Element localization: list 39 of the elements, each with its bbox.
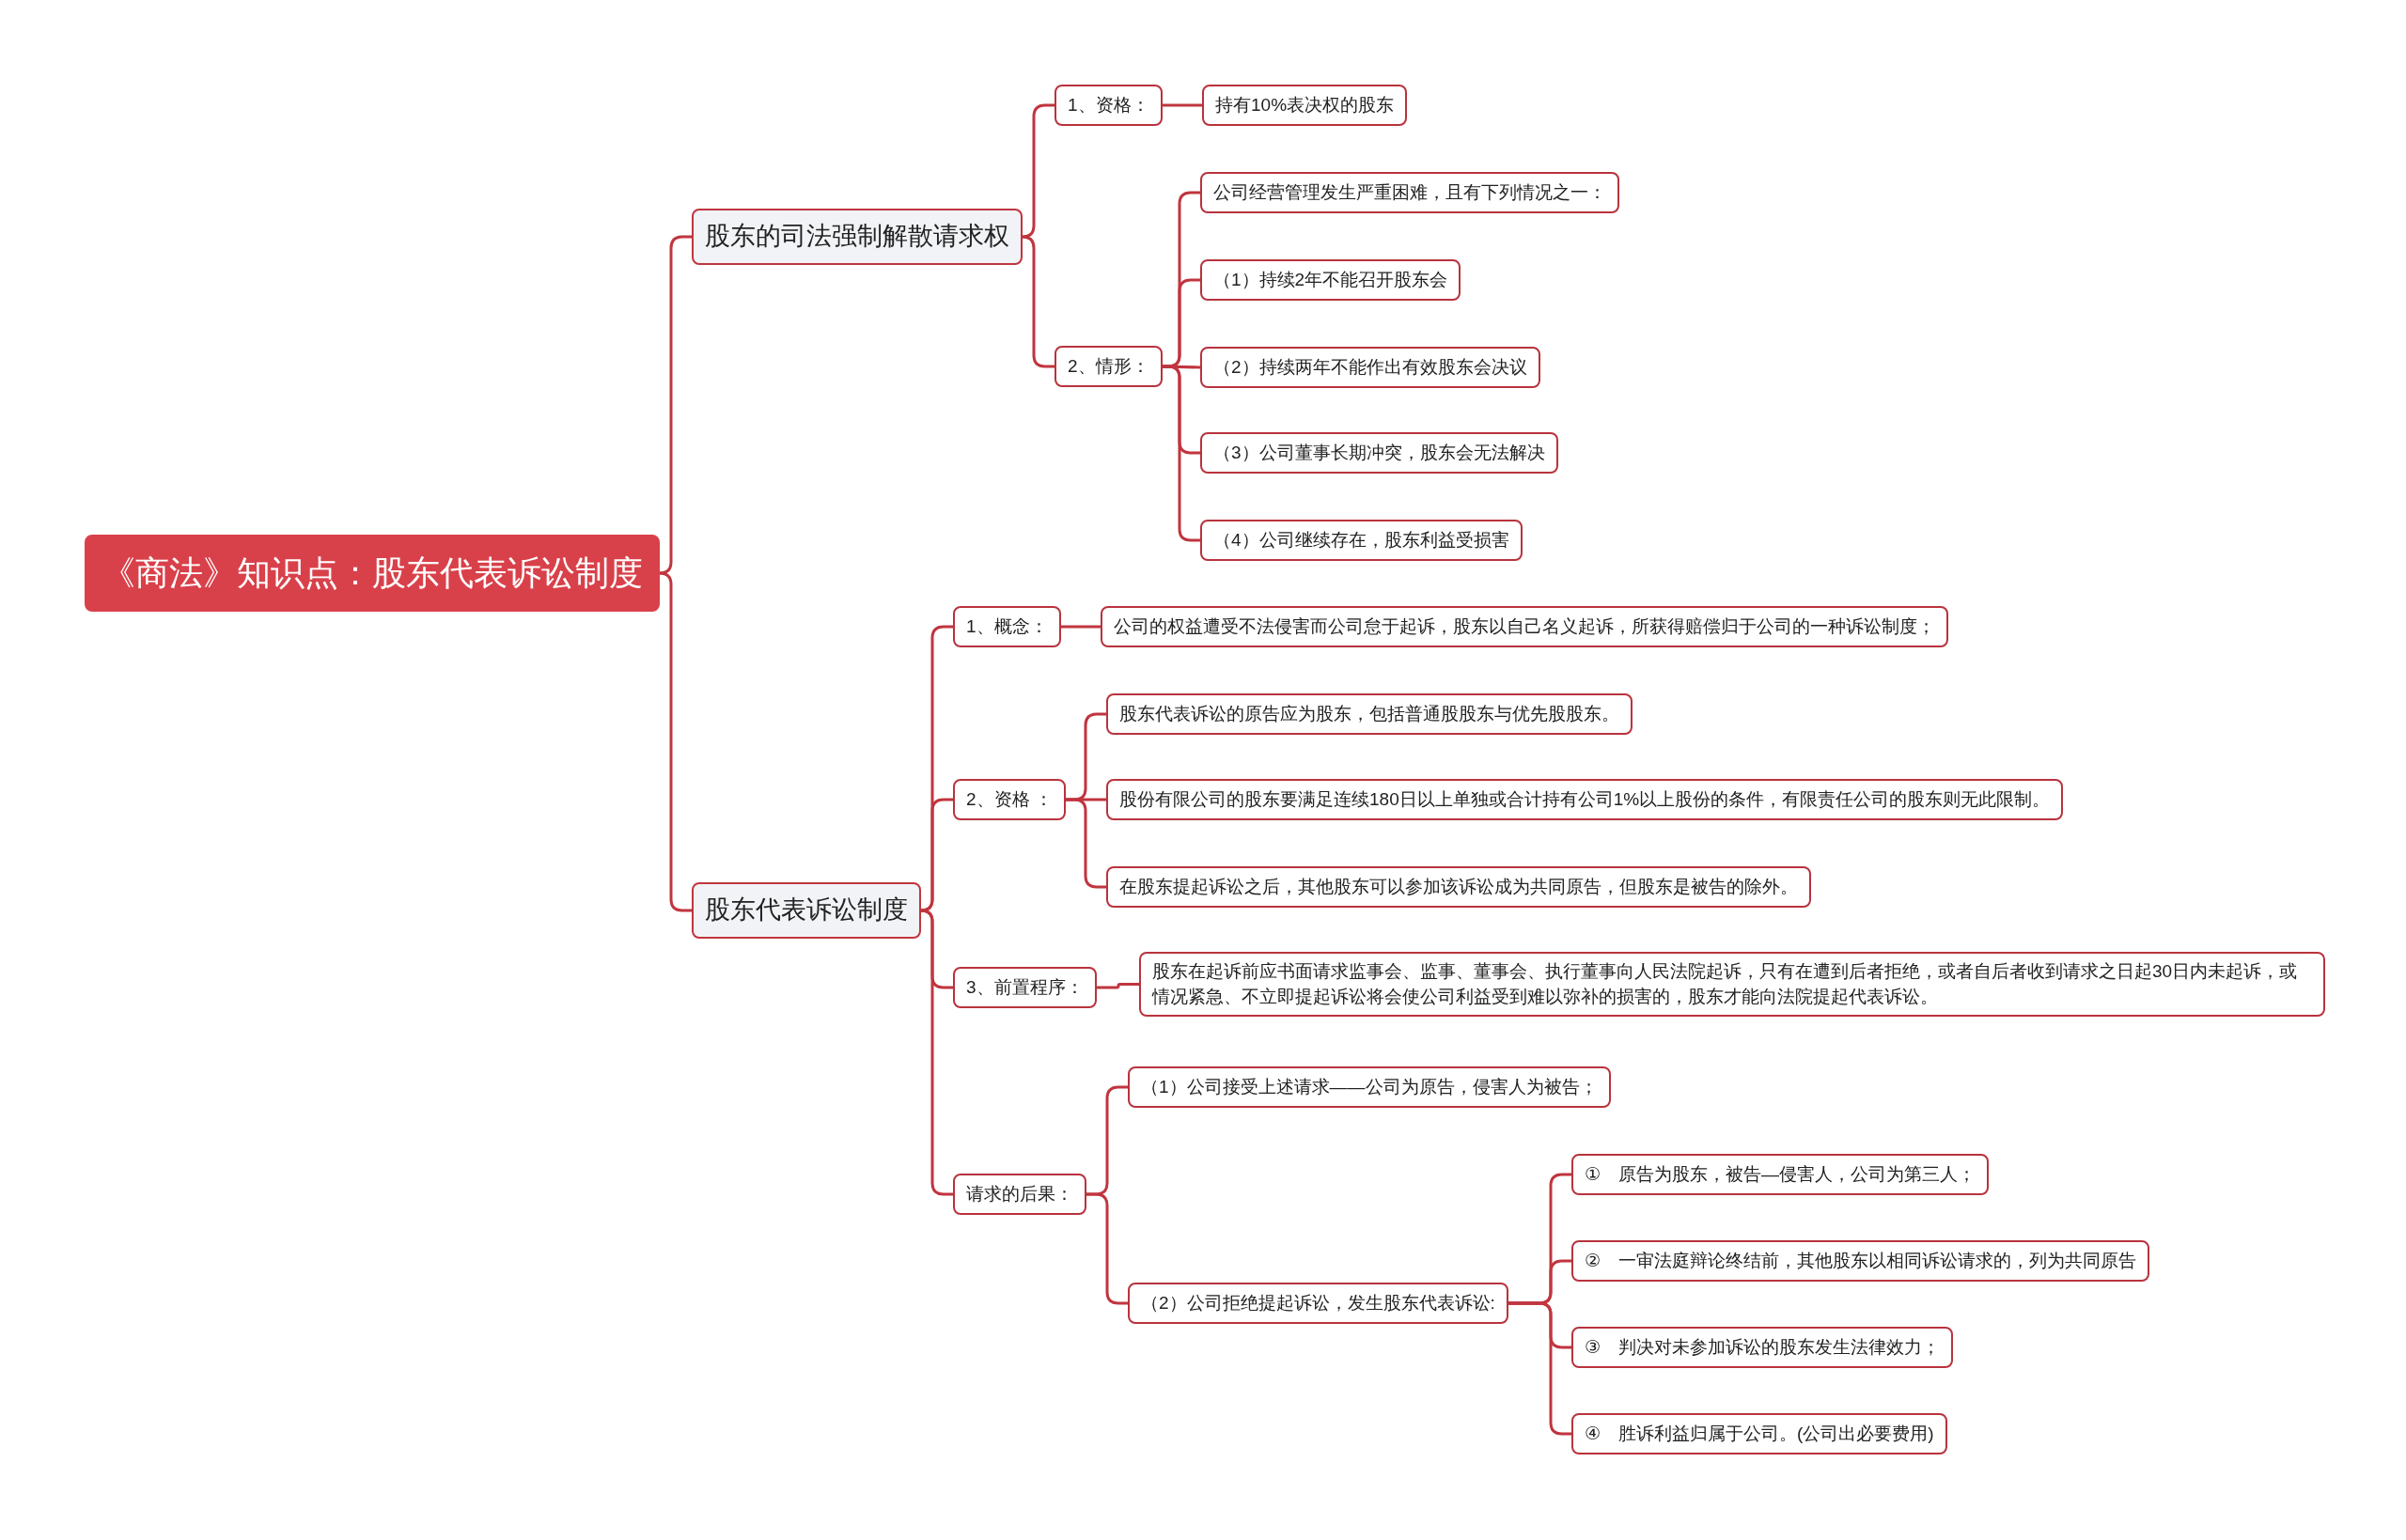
topic-box: （1）持续2年不能召开股东会 bbox=[1200, 259, 1461, 301]
topic-box: ① 原告为股东，被告—侵害人，公司为第三人； bbox=[1571, 1154, 1990, 1195]
topic-box: 公司的权益遭受不法侵害而公司怠于起诉，股东以自己名义起诉，所获得赔偿归于公司的一种诉讼制度； bbox=[1101, 606, 1948, 647]
topic-box: 持有10%表决权的股东 bbox=[1202, 85, 1408, 126]
connector-line bbox=[1163, 365, 1200, 542]
topic-box: 在股东提起诉讼之后，其他股东可以参加该诉讼成为共同原告，但股东是被告的除外。 bbox=[1106, 866, 1811, 908]
connector-line bbox=[1021, 235, 1055, 368]
connector-line bbox=[658, 571, 692, 912]
connector-line bbox=[658, 235, 692, 575]
topic-box: （3）公司董事长期冲突，股东会无法解决 bbox=[1200, 432, 1558, 474]
topic-box: 2、资格 ： bbox=[953, 779, 1066, 820]
connector-line bbox=[1066, 798, 1106, 889]
topic-box: ④ 胜诉利益归属于公司。(公司出必要费用) bbox=[1571, 1413, 1947, 1454]
connector-line bbox=[1163, 103, 1202, 107]
topic-box: 2、情形： bbox=[1055, 346, 1163, 387]
topic-box: （2）持续两年不能作出有效股东会决议 bbox=[1200, 347, 1540, 388]
connector-line bbox=[1097, 983, 1139, 989]
topic-box: 请求的后果： bbox=[953, 1174, 1086, 1215]
topic-box: （2）公司拒绝提起诉讼，发生股东代表诉讼: bbox=[1128, 1283, 1508, 1324]
topic-box: 公司经营管理发生严重困难，且有下列情况之一： bbox=[1200, 172, 1619, 213]
branch-topic: 股东代表诉讼制度 bbox=[692, 882, 921, 939]
topic-box: 1、资格： bbox=[1055, 85, 1163, 126]
topic-box: ② 一审法庭辩论终结前，其他股东以相同诉讼请求的，列为共同原告 bbox=[1571, 1240, 2150, 1282]
connector-line bbox=[1021, 103, 1055, 239]
connector-line bbox=[1061, 625, 1101, 629]
branch-topic: 股东的司法强制解散请求权 bbox=[692, 209, 1023, 265]
topic-box: 1、概念： bbox=[953, 606, 1061, 647]
topic-box: 股份有限公司的股东要满足连续180日以上单独或合计持有公司1%以上股份的条件，有限责任公司的股东则无此限制。 bbox=[1106, 779, 2064, 820]
connector-line bbox=[919, 798, 953, 912]
connector-line bbox=[919, 909, 953, 1196]
topic-box: 股东代表诉讼的原告应为股东，包括普通股股东与优先股股东。 bbox=[1106, 693, 1633, 735]
topic-box: ③ 判决对未参加诉讼的股东发生法律效力； bbox=[1571, 1327, 1954, 1368]
topic-box: 3、前置程序： bbox=[953, 967, 1097, 1008]
topic-box: （4）公司继续存在，股东利益受损害 bbox=[1200, 520, 1523, 561]
root-topic: 《商法》知识点：股东代表诉讼制度 bbox=[85, 535, 660, 612]
topic-box: （1）公司接受上述请求——公司为原告，侵害人为被告； bbox=[1128, 1066, 1611, 1108]
connector-line bbox=[1508, 1301, 1571, 1436]
topic-box: 股东在起诉前应书面请求监事会、监事、董事会、执行董事向人民法院起诉，只有在遭到后者拒绝，或者自后者收到请求之日起30日内未起诉，或情况紧急、不立即提起诉讼将会使公司利益受到难以弥补的损害的，股东才能向法院提起代表诉讼。 bbox=[1139, 952, 2325, 1018]
connector-line bbox=[1086, 1192, 1128, 1305]
